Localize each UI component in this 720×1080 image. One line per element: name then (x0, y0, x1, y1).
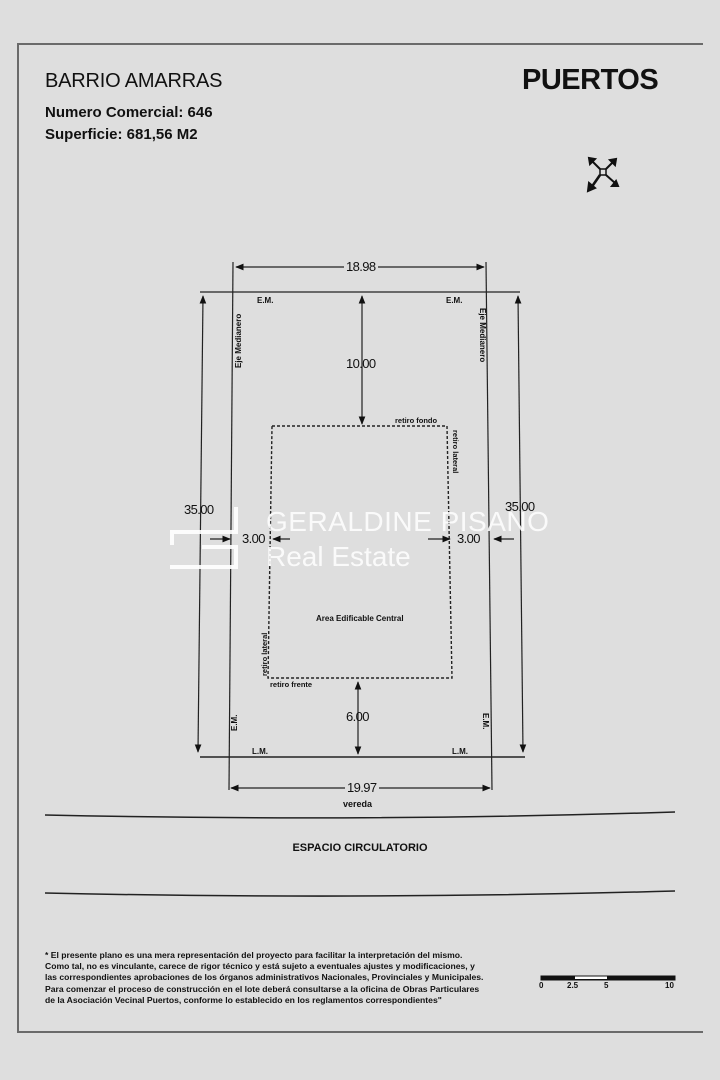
label-em-bottom-left: E.M. (230, 714, 239, 731)
label-retiro-fondo: retiro fondo (395, 416, 438, 425)
dim-retiro-frente: 6.00 (346, 709, 370, 724)
label-eje-medianero-right: Eje Medianero (478, 308, 487, 363)
dim-retiro-lateral-left: 3.00 (242, 531, 266, 546)
note-line: las correspondientes aprobaciones de los… (45, 972, 484, 983)
dim-front-width-top: 18.98 (344, 259, 378, 274)
dim-depth-left: 35.00 (184, 502, 214, 517)
dim-retiro-lateral-right: 3.00 (457, 531, 481, 546)
label-lm-left: L.M. (252, 747, 268, 756)
dim-depth-right: 35.00 (505, 499, 535, 514)
dim-retiro-fondo: 10.00 (346, 356, 376, 371)
label-vereda: vereda (343, 799, 373, 809)
frame-bottom-border (17, 1031, 703, 1033)
numero-comercial: Numero Comercial: 646 (45, 104, 213, 121)
neighborhood-title: BARRIO AMARRAS (45, 70, 223, 92)
street-label: ESPACIO CIRCULATORIO (292, 842, 428, 854)
frame-left-border (17, 43, 19, 1033)
label-eje-medianero-left: Eje Medianero (234, 313, 243, 368)
note-line: * El presente plano es una mera represen… (45, 950, 463, 960)
north-arrow-compass-icon (586, 156, 620, 193)
dim-front-width-bottom: 19.97 (345, 780, 379, 795)
watermark-logo-icon (170, 507, 238, 569)
puertos-logo: PUERTOS (522, 64, 659, 96)
scale-tick-2-5: 2.5 (567, 981, 579, 990)
watermark-name: GERALDINE PISANO (266, 506, 550, 537)
label-em-top-left: E.M. (257, 296, 274, 305)
watermark-subtitle: Real Estate (266, 541, 411, 572)
scale-tick-0: 0 (539, 981, 544, 990)
superficie: Superficie: 681,56 M2 (45, 126, 198, 143)
scale-bar (540, 975, 676, 981)
label-retiro-lateral-right: retiro lateral (451, 430, 460, 474)
label-retiro-lateral-left: retiro lateral (260, 632, 269, 676)
note-line: Para comenzar el proceso de construcción… (45, 983, 480, 994)
note-line: Como tal, no es vinculante, carece de ri… (45, 961, 475, 972)
scale-tick-10: 10 (665, 981, 674, 990)
frame-top-border (17, 43, 703, 45)
label-em-bottom-right: E.M. (481, 713, 490, 730)
scale-tick-5: 5 (604, 981, 609, 990)
label-area-edificable: Area Edificable Central (316, 614, 404, 623)
label-lm-right: L.M. (452, 747, 468, 756)
label-em-top-right: E.M. (446, 296, 463, 305)
label-retiro-frente: retiro frente (270, 680, 313, 689)
disclaimer-note: * El presente plano es una mera represen… (45, 950, 515, 1006)
note-line: de la Asociación Vecinal Puertos, confor… (45, 994, 442, 1005)
